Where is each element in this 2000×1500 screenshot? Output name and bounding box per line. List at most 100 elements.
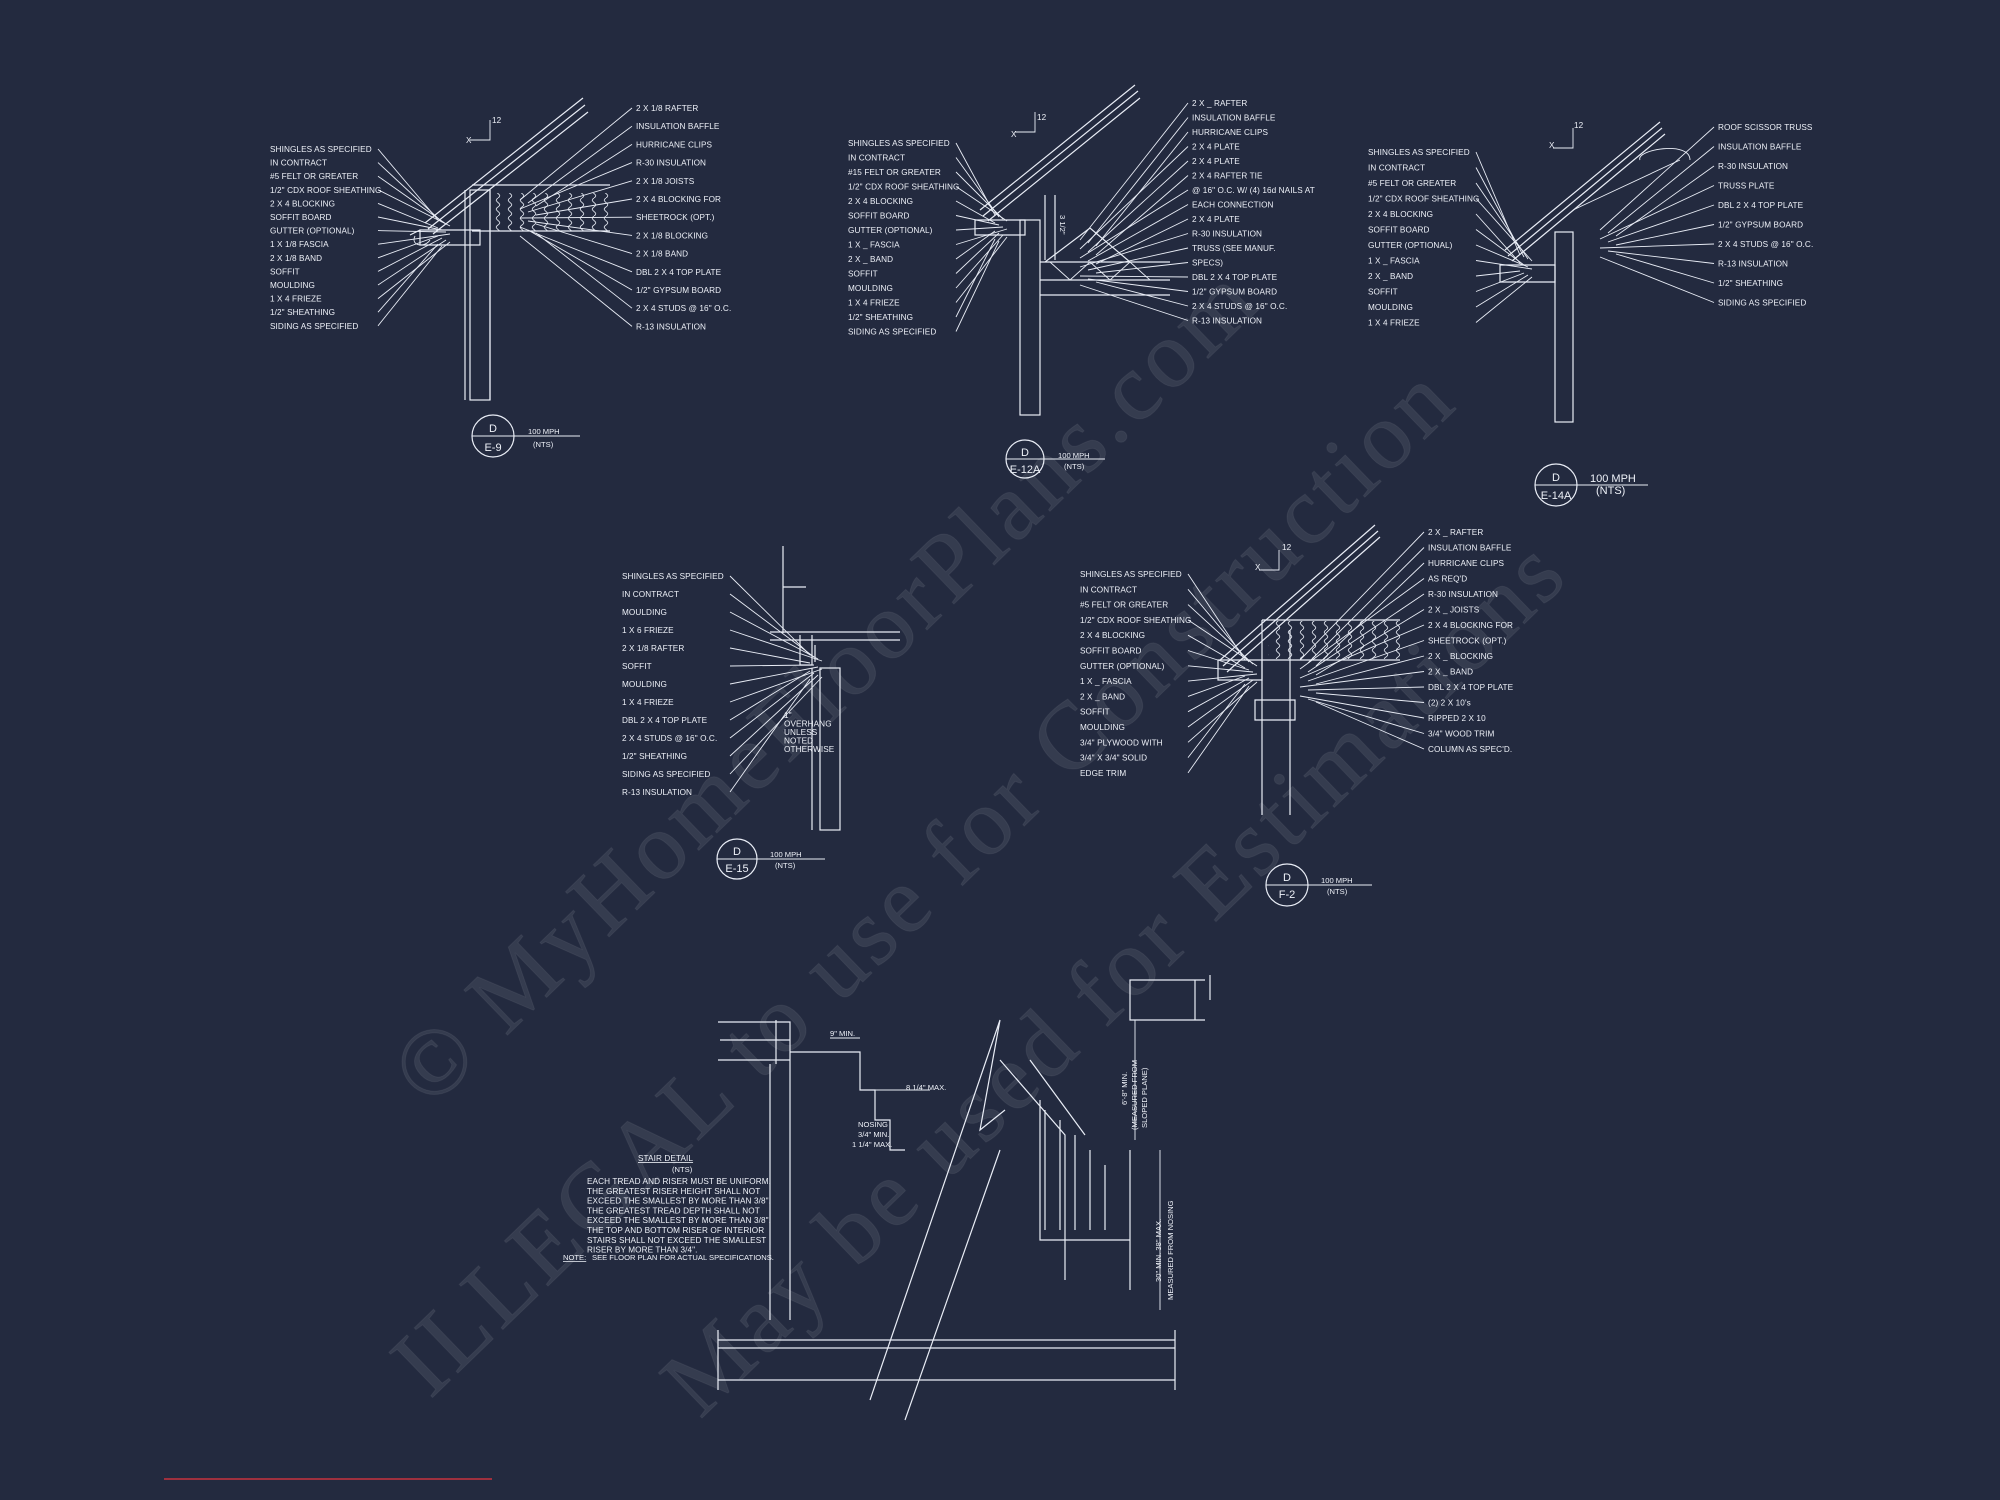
callout-label: STAIRS SHALL NOT EXCEED THE SMALLEST [587,1236,766,1245]
callout-label: R-13 INSULATION [1718,260,1788,269]
callout-label: IN CONTRACT [270,159,327,168]
callout-label: TRUSS (SEE MANUF. [1192,244,1276,253]
leader-line [729,678,811,793]
callout-label: 1/2" SHEATHING [622,752,687,761]
callout-label: SHEETROCK (OPT.) [636,213,715,222]
callout-label: GUTTER (OPTIONAL) [270,227,355,236]
callout-label: SHINGLES AS SPECIFIED [270,145,372,154]
pitch-var: X [1011,130,1017,139]
callout-label: 2 X 1/8 BAND [270,254,322,263]
leader-line [729,668,823,703]
callout-label: 2 X 4 BLOCKING [848,197,913,206]
leader-line [377,162,443,223]
leader-line [1607,250,1715,264]
callout-label: DBL 2 X 4 TOP PLATE [1718,201,1804,210]
callout-label: THE GREATEST TREAD DEPTH SHALL NOT [587,1206,760,1215]
handrail-dimension-2: MEASURED FROM NOSING [1166,1200,1175,1300]
callout-label: DBL 2 X 4 TOP PLATE [1192,273,1278,282]
callout-label: 3/4" WOOD TRIM [1428,730,1495,739]
callout-label: 2 X 4 BLOCKING FOR [1428,621,1513,630]
leader-line [955,200,996,224]
leader-line [1087,160,1189,253]
leader-line [1187,673,1258,682]
leader-line [535,232,633,309]
callout-label: SIDING AS SPECIFIED [270,322,358,331]
callout-label: EACH TREAD AND RISER MUST BE UNIFORM. [587,1177,771,1186]
callout-label: 1 X _ FASCIA [848,241,900,250]
leader-line [955,215,1000,226]
leader-line [527,125,633,204]
detail-mark: D E-12A 100 MPH (NTS) [1005,439,1105,479]
leader-line [1475,198,1533,262]
callout-label: RIPPED 2 X 10 [1428,714,1486,723]
wind-speed: 100 MPH [528,427,560,436]
leader-line [377,237,443,272]
callout-label: UNLESS [784,728,818,737]
callout-label: 1/2" GYPSUM BOARD [1718,221,1803,230]
leader-line [1475,229,1525,266]
leader-line [955,234,1004,289]
leader-line [729,593,815,658]
callout-label: 2 X _ JOISTS [1428,606,1480,615]
callout-label: INSULATION BAFFLE [636,122,720,131]
leader-line [1087,204,1189,262]
stair-detail: STAIR DETAIL (NTS) EACH TREAD AND RISER … [563,975,1211,1421]
callout-label: 2 X 4 BLOCKING [1368,210,1433,219]
callout-label: EACH CONNECTION [1192,201,1274,210]
leader-line [1079,233,1189,268]
leader-line [1475,274,1529,308]
leader-line [729,575,811,656]
callout-label: 2 X _ RAFTER [1428,528,1483,537]
leader-line [1299,695,1425,719]
callout-label: SIDING AS SPECIFIED [848,328,936,337]
callout-label: TRUSS PLATE [1718,182,1775,191]
leader-line [1087,278,1189,292]
leader-line [527,180,633,213]
leader-line [955,238,996,318]
leader-line [519,107,633,201]
watermark: © MyHomeFloorPlans.com ILLEGAL to use fo… [370,243,1587,1436]
callout-label: 1 X 4 FRIEZE [848,299,900,308]
leader-line [729,672,815,739]
scale-note: (NTS) [533,440,554,449]
callout-label: DBL 2 X 4 TOP PLATE [622,716,708,725]
callout-label: 2 X 4 BLOCKING [1080,631,1145,640]
leader-line [955,240,1000,332]
scale-note: (NTS) [1064,462,1085,471]
leader-line [955,228,1008,245]
callout-label: ROOF SCISSOR TRUSS [1718,123,1813,132]
callout-label: GUTTER (OPTIONAL) [848,226,933,235]
callout-label: 1/2" SHEATHING [848,313,913,322]
leader-line [1599,185,1715,240]
leader-line [535,223,633,255]
leader-line [377,189,451,227]
callout-label: HURRICANE CLIPS [636,140,713,149]
callout-label: 2 X 4 STUDS @ 16" O.C. [1718,240,1813,249]
callout-label: R-30 INSULATION [1192,230,1262,239]
callout-label: 2 X _ BAND [1368,272,1413,281]
stair-scale: (NTS) [672,1165,693,1174]
callout-label: SOFFIT [270,267,300,276]
callout-label: #5 FELT OR GREATER [1080,601,1168,610]
callout-label: R-30 INSULATION [1718,162,1788,171]
callout-label: 2 X 1/8 BLOCKING [636,231,708,240]
leader-line [1475,244,1529,268]
leader-line [1299,671,1425,688]
detail-mark: D F-2 100 MPH (NTS) [1265,863,1372,907]
callout-label: INSULATION BAFFLE [1718,143,1802,152]
callout-label: #5 FELT OR GREATER [270,172,358,181]
leader-line [377,148,439,221]
leader-line [955,230,996,260]
headroom-dimension-2: (MEASURED FROM [1130,1060,1139,1130]
leader-line [519,235,633,327]
leader-line [1095,281,1189,307]
pitch-var: X [1255,563,1261,572]
leader-line [1187,604,1254,665]
